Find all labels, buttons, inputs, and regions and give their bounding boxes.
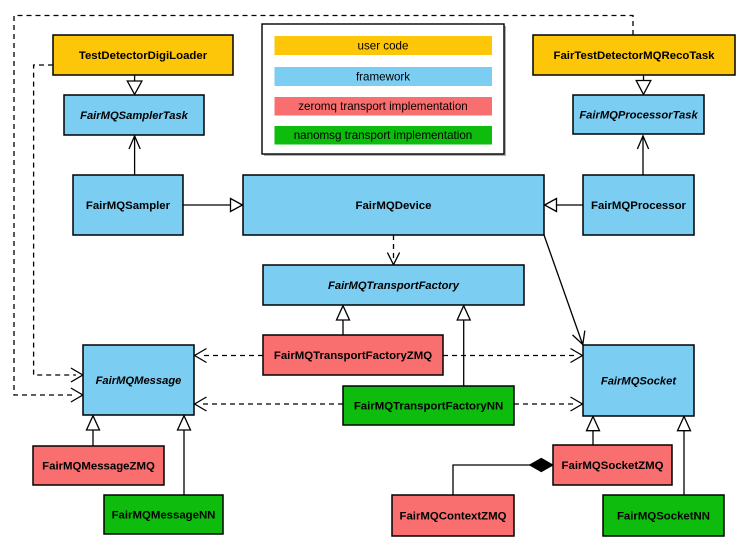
svg-text:FairMQSocket: FairMQSocket (601, 376, 678, 388)
svg-text:FairMQContextZMQ: FairMQContextZMQ (400, 511, 507, 523)
svg-text:FairMQMessageZMQ: FairMQMessageZMQ (42, 461, 155, 473)
svg-text:nanomsg transport implementati: nanomsg transport implementation (294, 129, 473, 142)
svg-text:user code: user code (358, 40, 409, 53)
svg-text:FairMQSocketZMQ: FairMQSocketZMQ (562, 460, 664, 472)
svg-text:FairTestDetectorMQRecoTask: FairTestDetectorMQRecoTask (554, 50, 716, 62)
svg-text:TestDetectorDigiLoader: TestDetectorDigiLoader (79, 50, 208, 62)
svg-text:FairMQDevice: FairMQDevice (356, 200, 432, 212)
svg-text:FairMQSocketNN: FairMQSocketNN (617, 511, 710, 523)
svg-text:FairMQTransportFactory: FairMQTransportFactory (328, 280, 460, 292)
svg-text:FairMQTransportFactoryNN: FairMQTransportFactoryNN (354, 401, 503, 413)
svg-text:FairMQSampler: FairMQSampler (86, 200, 171, 212)
svg-text:FairMQProcessor: FairMQProcessor (591, 200, 687, 212)
svg-text:framework: framework (356, 71, 410, 84)
svg-text:FairMQMessage: FairMQMessage (96, 375, 182, 387)
svg-text:FairMQTransportFactoryZMQ: FairMQTransportFactoryZMQ (274, 350, 432, 362)
svg-text:FairMQMessageNN: FairMQMessageNN (112, 510, 216, 522)
svg-text:zeromq transport implementatio: zeromq transport implementation (298, 100, 467, 113)
svg-text:FairMQProcessorTask: FairMQProcessorTask (579, 110, 698, 122)
svg-text:FairMQSamplerTask: FairMQSamplerTask (80, 110, 189, 122)
